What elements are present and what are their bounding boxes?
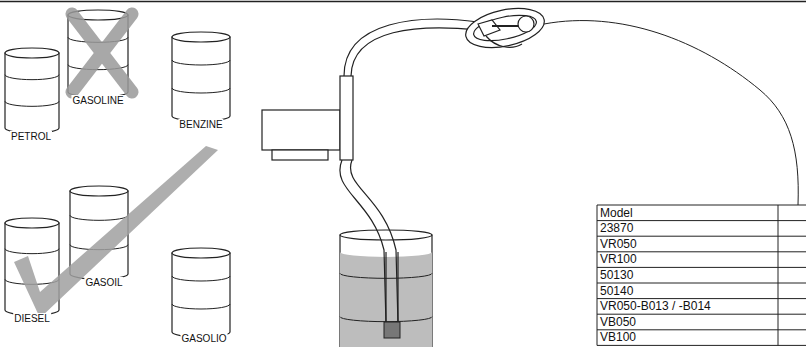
wire [544, 21, 798, 205]
drum-label: GASOLINE [71, 95, 124, 106]
liquid [340, 252, 432, 347]
drum [172, 32, 230, 121]
drum-top [172, 32, 230, 42]
table-rule [778, 205, 779, 345]
nozzle-loop [462, 2, 548, 54]
drum-top [70, 186, 128, 196]
drum [340, 230, 432, 347]
table-rule [597, 314, 806, 315]
drum-top [172, 248, 230, 258]
drum-label: GASOLIO [180, 333, 227, 344]
drum-top [5, 48, 59, 58]
drum-top [340, 230, 432, 240]
table-cell: 50130 [600, 269, 633, 282]
cross-stroke [72, 14, 132, 92]
table-rule [597, 329, 806, 330]
table-rule [597, 236, 806, 237]
table-rule [597, 205, 806, 206]
delivery-hose [344, 19, 478, 76]
nozzle-grip [478, 20, 500, 36]
table-rule [597, 205, 598, 345]
drum-band [172, 304, 230, 309]
drums [5, 10, 432, 347]
pump-motor [262, 110, 340, 150]
pump [262, 76, 353, 160]
nozzle-meter [518, 16, 534, 32]
check-mark [14, 146, 218, 318]
drum-band [5, 101, 59, 106]
table-rule [597, 267, 806, 268]
suction-tube [386, 252, 398, 322]
table-rule [597, 220, 806, 221]
table-cell: VB100 [600, 331, 636, 344]
drum-band [5, 249, 59, 254]
table-rule [597, 283, 806, 284]
table-cell: VB050 [600, 316, 636, 329]
drum-label: DIESEL [13, 313, 51, 324]
drum-label: GASOIL [84, 277, 123, 288]
table-cell: 50140 [600, 285, 633, 298]
table-cell: VR050-B013 / -B014 [600, 300, 711, 313]
table-cell: Model [600, 207, 633, 220]
table-rule [597, 251, 806, 252]
drum-body [340, 235, 432, 347]
suction-tube [340, 160, 386, 324]
nozzle-loop-inner [471, 11, 538, 46]
drum-label: PETROL [10, 131, 52, 142]
table-cell: VR100 [600, 253, 637, 266]
nozzle-trigger [486, 36, 522, 47]
nozzle [462, 2, 548, 54]
nozzle-spout [492, 25, 518, 27]
drum-top [5, 218, 59, 228]
drum-band [5, 75, 59, 80]
drum-body [5, 53, 59, 133]
drum-body [172, 253, 230, 337]
drum-band [172, 60, 230, 65]
drum-band [172, 88, 230, 93]
drum [5, 48, 59, 133]
table-cell: VR050 [600, 238, 637, 251]
drum-band [70, 215, 128, 220]
pump-base [272, 150, 328, 160]
pump-head [340, 76, 353, 160]
table-rule [597, 298, 806, 299]
delivery-hose [351, 28, 478, 76]
model-table [597, 205, 806, 345]
drum-label: BENZINE [178, 119, 223, 130]
suction-tube [350, 160, 398, 324]
table-cell: 23870 [600, 222, 633, 235]
strainer [384, 322, 400, 338]
drum-body [172, 37, 230, 121]
cross-mark [72, 14, 132, 92]
drum-band [172, 276, 230, 281]
table-rule [597, 345, 806, 346]
drum [172, 248, 230, 337]
top-rule [0, 1, 806, 3]
cross-stroke [72, 14, 132, 92]
